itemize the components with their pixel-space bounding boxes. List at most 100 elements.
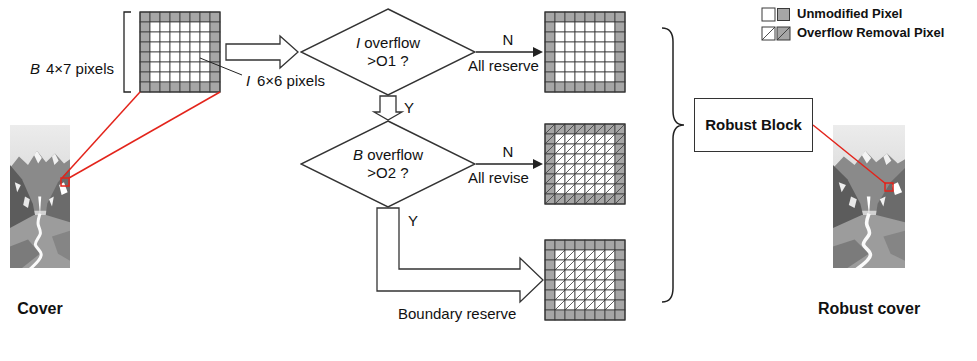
pixel-cell bbox=[585, 290, 595, 300]
pixel-cell bbox=[565, 134, 575, 144]
pixel-cell bbox=[615, 164, 625, 174]
hatch-line bbox=[777, 27, 790, 40]
pixel-cell bbox=[585, 52, 595, 62]
pixel-cell bbox=[575, 164, 585, 174]
hatch-line bbox=[555, 184, 565, 194]
pixel-cell bbox=[170, 12, 180, 22]
pixel-cell bbox=[565, 42, 575, 52]
pixel-cell bbox=[595, 12, 605, 22]
hatch-line bbox=[575, 194, 585, 204]
hatch-line bbox=[575, 164, 585, 174]
pixel-cell bbox=[150, 82, 160, 92]
hatch-line bbox=[545, 134, 555, 144]
hatch-line bbox=[565, 154, 575, 164]
pixel-cell bbox=[605, 250, 615, 260]
river bbox=[855, 214, 871, 268]
pixel-cell bbox=[585, 270, 595, 280]
pixel-cell bbox=[555, 280, 565, 290]
pixel-cell bbox=[555, 12, 565, 22]
legend-swatch bbox=[777, 8, 790, 21]
process-box: Robust Block bbox=[694, 98, 813, 152]
pixel-cell bbox=[555, 310, 565, 320]
pixel-cell bbox=[565, 280, 575, 290]
block-border bbox=[545, 124, 625, 204]
hatch-line bbox=[595, 184, 605, 194]
pixel-cell bbox=[585, 124, 595, 134]
pixel-cell bbox=[555, 290, 565, 300]
hatch-line bbox=[605, 174, 615, 184]
hatch-line bbox=[585, 154, 595, 164]
pixel-cell bbox=[555, 22, 565, 32]
hatch-line bbox=[565, 290, 575, 300]
hatch-line bbox=[605, 270, 615, 280]
pixel-cell bbox=[140, 12, 150, 22]
legend-text: Overflow Removal Pixel bbox=[797, 25, 944, 41]
pixel-cell bbox=[160, 52, 170, 62]
hatch-line bbox=[565, 174, 575, 184]
pixel-cell bbox=[615, 250, 625, 260]
hatch-line bbox=[605, 164, 615, 174]
pixel-cell bbox=[585, 32, 595, 42]
pixel-cell bbox=[150, 62, 160, 72]
pixel-cell bbox=[575, 144, 585, 154]
pixel-cell bbox=[595, 124, 605, 134]
pixel-cell bbox=[605, 82, 615, 92]
pixel-cell bbox=[140, 22, 150, 32]
photo-region bbox=[862, 151, 871, 164]
pixel-cell bbox=[605, 260, 615, 270]
pixel-cell bbox=[595, 134, 605, 144]
pixel-cell bbox=[140, 82, 150, 92]
arrow-head bbox=[533, 159, 543, 169]
pixel-cell bbox=[575, 124, 585, 134]
landscape-photo bbox=[10, 125, 70, 268]
pixel-cell bbox=[575, 250, 585, 260]
pixel-cell bbox=[595, 280, 605, 290]
branch-label: Y bbox=[408, 212, 418, 230]
leader-connector bbox=[813, 125, 886, 184]
pixel-cell bbox=[190, 42, 200, 52]
pixel-cell bbox=[585, 164, 595, 174]
pixel-cell bbox=[605, 52, 615, 62]
pixel-cell bbox=[595, 250, 605, 260]
pixel-cell bbox=[150, 22, 160, 32]
pixel-cell bbox=[140, 42, 150, 52]
photo-region bbox=[839, 182, 846, 192]
pixel-cell bbox=[200, 82, 210, 92]
pixel-cell bbox=[565, 290, 575, 300]
hatch-line bbox=[605, 144, 615, 154]
pixel-cell bbox=[545, 52, 555, 62]
hatch-line bbox=[565, 260, 575, 270]
hatch-line bbox=[575, 134, 585, 144]
hatch-line bbox=[555, 260, 565, 270]
pixel-cell bbox=[605, 290, 615, 300]
pixel-cell bbox=[605, 42, 615, 52]
pixel-cell bbox=[615, 42, 625, 52]
pixel-cell bbox=[160, 32, 170, 42]
pixel-cell bbox=[615, 124, 625, 134]
pixel-cell bbox=[190, 12, 200, 22]
pixel-cell bbox=[210, 42, 220, 52]
pixel-cell bbox=[555, 72, 565, 82]
hatch-line bbox=[605, 280, 615, 290]
pixel-cell bbox=[585, 300, 595, 310]
hatch-line bbox=[555, 174, 565, 184]
block-border bbox=[140, 12, 220, 92]
hatch-line bbox=[585, 280, 595, 290]
pixel-cell bbox=[210, 32, 220, 42]
pixel-cell bbox=[150, 32, 160, 42]
selection-mark bbox=[885, 183, 893, 191]
hatch-line bbox=[555, 134, 565, 144]
hatch-line bbox=[545, 144, 555, 154]
pixel-cell bbox=[170, 62, 180, 72]
pixel-cell bbox=[210, 72, 220, 82]
pixel-cell bbox=[555, 240, 565, 250]
pixel-cell bbox=[605, 174, 615, 184]
hatch-line bbox=[555, 154, 565, 164]
pixel-cell bbox=[575, 52, 585, 62]
hatch-line bbox=[575, 154, 585, 164]
symbol-letter: I bbox=[246, 72, 250, 90]
hollow-arrow bbox=[377, 208, 543, 302]
pixel-cell bbox=[545, 82, 555, 92]
pixel-block bbox=[545, 12, 625, 92]
pixel-cell bbox=[585, 174, 595, 184]
